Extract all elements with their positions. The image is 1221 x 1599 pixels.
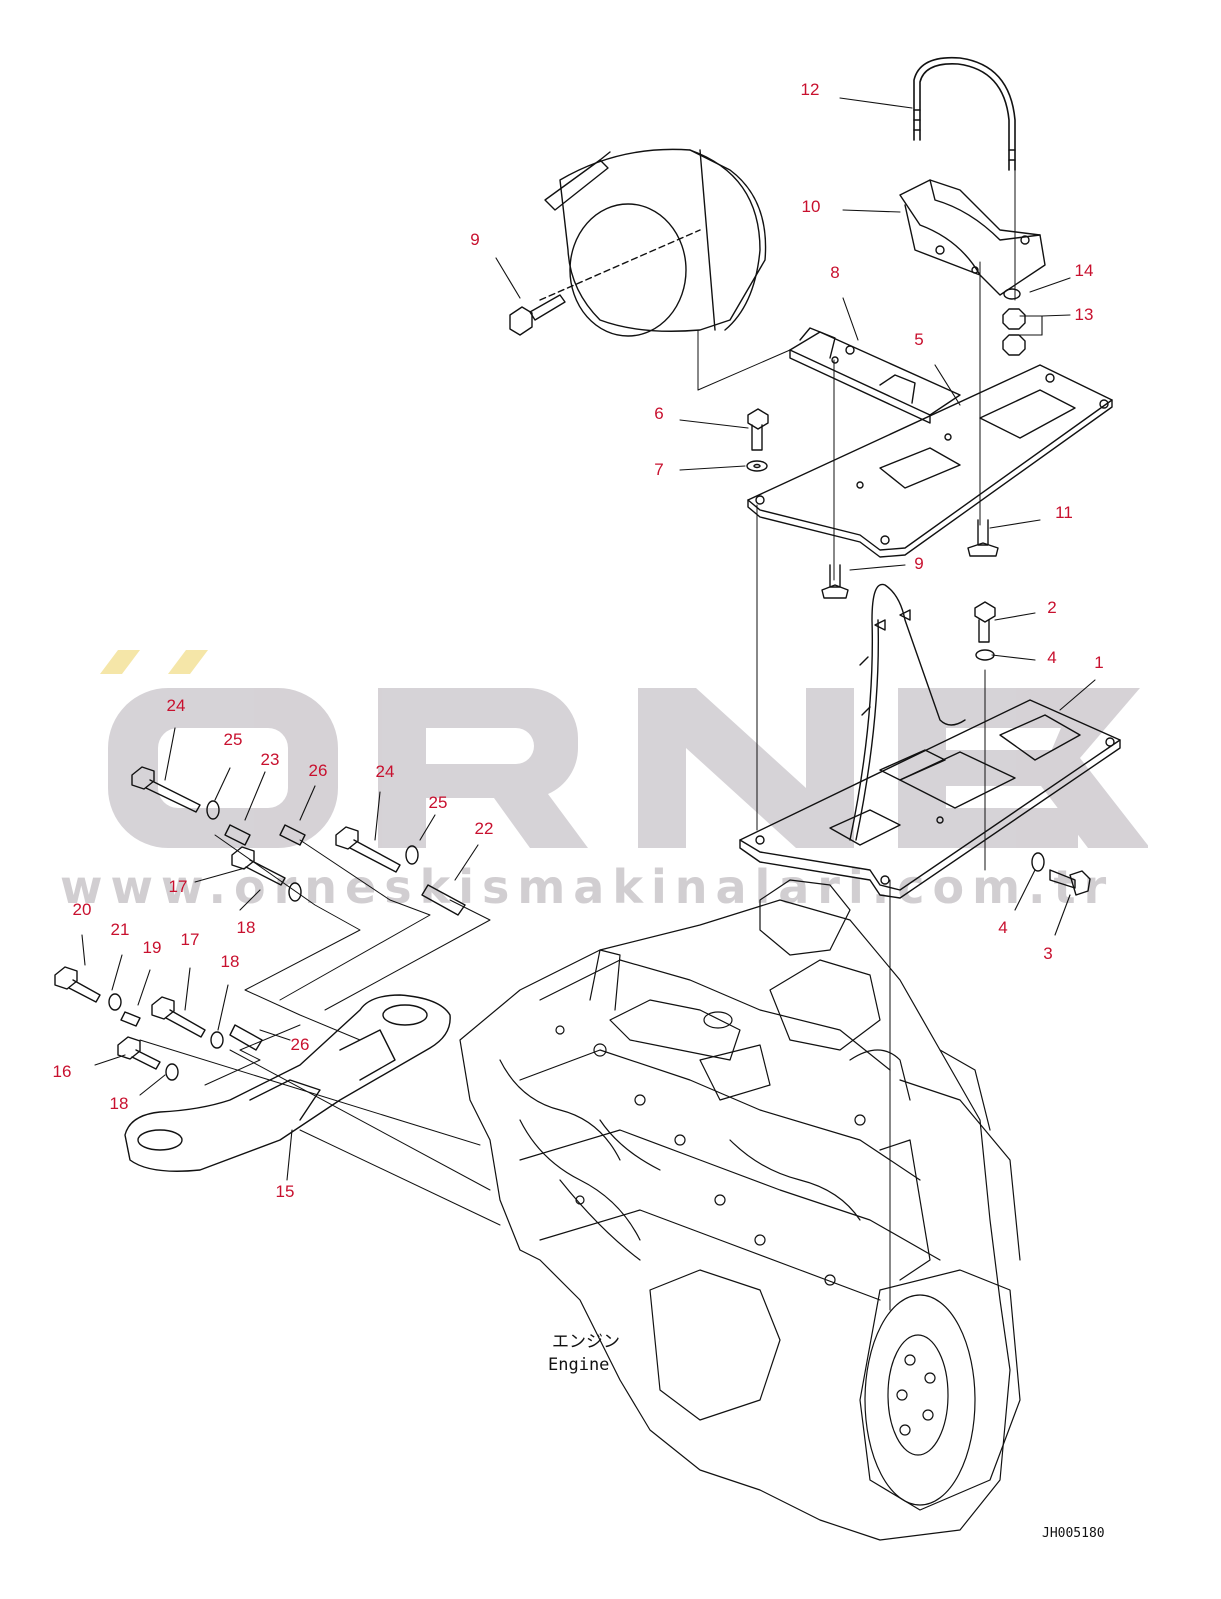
callout-1: 1 bbox=[1094, 653, 1104, 672]
callout-9-top: 9 bbox=[470, 230, 480, 249]
callout-24-left: 24 bbox=[166, 696, 186, 715]
callout-7: 7 bbox=[654, 460, 664, 479]
callout-21: 21 bbox=[110, 920, 130, 939]
callout-12: 12 bbox=[800, 80, 820, 99]
mounting-rod bbox=[849, 583, 966, 841]
left-fasteners bbox=[54, 766, 466, 1081]
callout-8: 8 bbox=[830, 263, 840, 282]
callout-16: 16 bbox=[52, 1062, 72, 1081]
callout-19: 19 bbox=[142, 938, 162, 957]
mount-bracket bbox=[789, 327, 961, 424]
nuts-and-washer bbox=[1002, 288, 1026, 356]
callout-17-upper: 17 bbox=[168, 877, 188, 896]
u-bolt bbox=[913, 56, 1016, 171]
callout-17-lower: 17 bbox=[180, 930, 200, 949]
callout-25-left: 25 bbox=[223, 730, 243, 749]
callout-18-middle: 18 bbox=[220, 952, 240, 971]
callout-26-upper: 26 bbox=[308, 761, 328, 780]
bolt-9-lower bbox=[821, 564, 849, 599]
callout-4-upper: 4 bbox=[1047, 648, 1057, 667]
callout-22: 22 bbox=[474, 819, 494, 838]
callout-23: 23 bbox=[260, 750, 280, 769]
callout-14: 14 bbox=[1074, 261, 1094, 280]
callout-2: 2 bbox=[1047, 598, 1057, 617]
callout-13: 13 bbox=[1074, 305, 1094, 324]
engine-label-english: Engine bbox=[548, 1355, 610, 1375]
leader-lines bbox=[81, 97, 1096, 1181]
callout-4-lower: 4 bbox=[998, 918, 1008, 937]
callout-6: 6 bbox=[654, 404, 664, 423]
upper-plate bbox=[747, 364, 1113, 558]
bolt-11 bbox=[967, 519, 999, 557]
callout-18-lower: 18 bbox=[109, 1094, 129, 1113]
bolt-6 bbox=[746, 408, 769, 472]
lower-plate bbox=[739, 699, 1121, 899]
front-bracket-arm bbox=[124, 994, 451, 1172]
callout-11: 11 bbox=[1055, 503, 1073, 522]
engine-body bbox=[459, 879, 1021, 1541]
callout-25-right: 25 bbox=[428, 793, 448, 812]
callout-9-lower: 9 bbox=[914, 554, 924, 573]
bolt-9-top bbox=[509, 294, 566, 336]
drawing-code: JH005180 bbox=[1042, 1526, 1105, 1541]
callout-15: 15 bbox=[275, 1182, 295, 1201]
callout-5: 5 bbox=[914, 330, 924, 349]
callout-26-lower: 26 bbox=[290, 1035, 310, 1054]
callout-20: 20 bbox=[72, 900, 92, 919]
bolt-2 bbox=[974, 601, 996, 661]
callout-24-right: 24 bbox=[375, 762, 395, 781]
watermark-logo bbox=[100, 650, 1148, 848]
flywheel bbox=[859, 1269, 1021, 1511]
assembly-guide-lines bbox=[139, 169, 1016, 1311]
callout-3: 3 bbox=[1043, 944, 1053, 963]
callout-18-upper: 18 bbox=[236, 918, 256, 937]
engine-label-japanese: エンジン bbox=[552, 1332, 620, 1352]
transmission-housing bbox=[539, 148, 767, 337]
saddle-bracket bbox=[899, 179, 1046, 296]
callout-10: 10 bbox=[801, 197, 821, 216]
bolt-3 bbox=[1031, 852, 1091, 896]
